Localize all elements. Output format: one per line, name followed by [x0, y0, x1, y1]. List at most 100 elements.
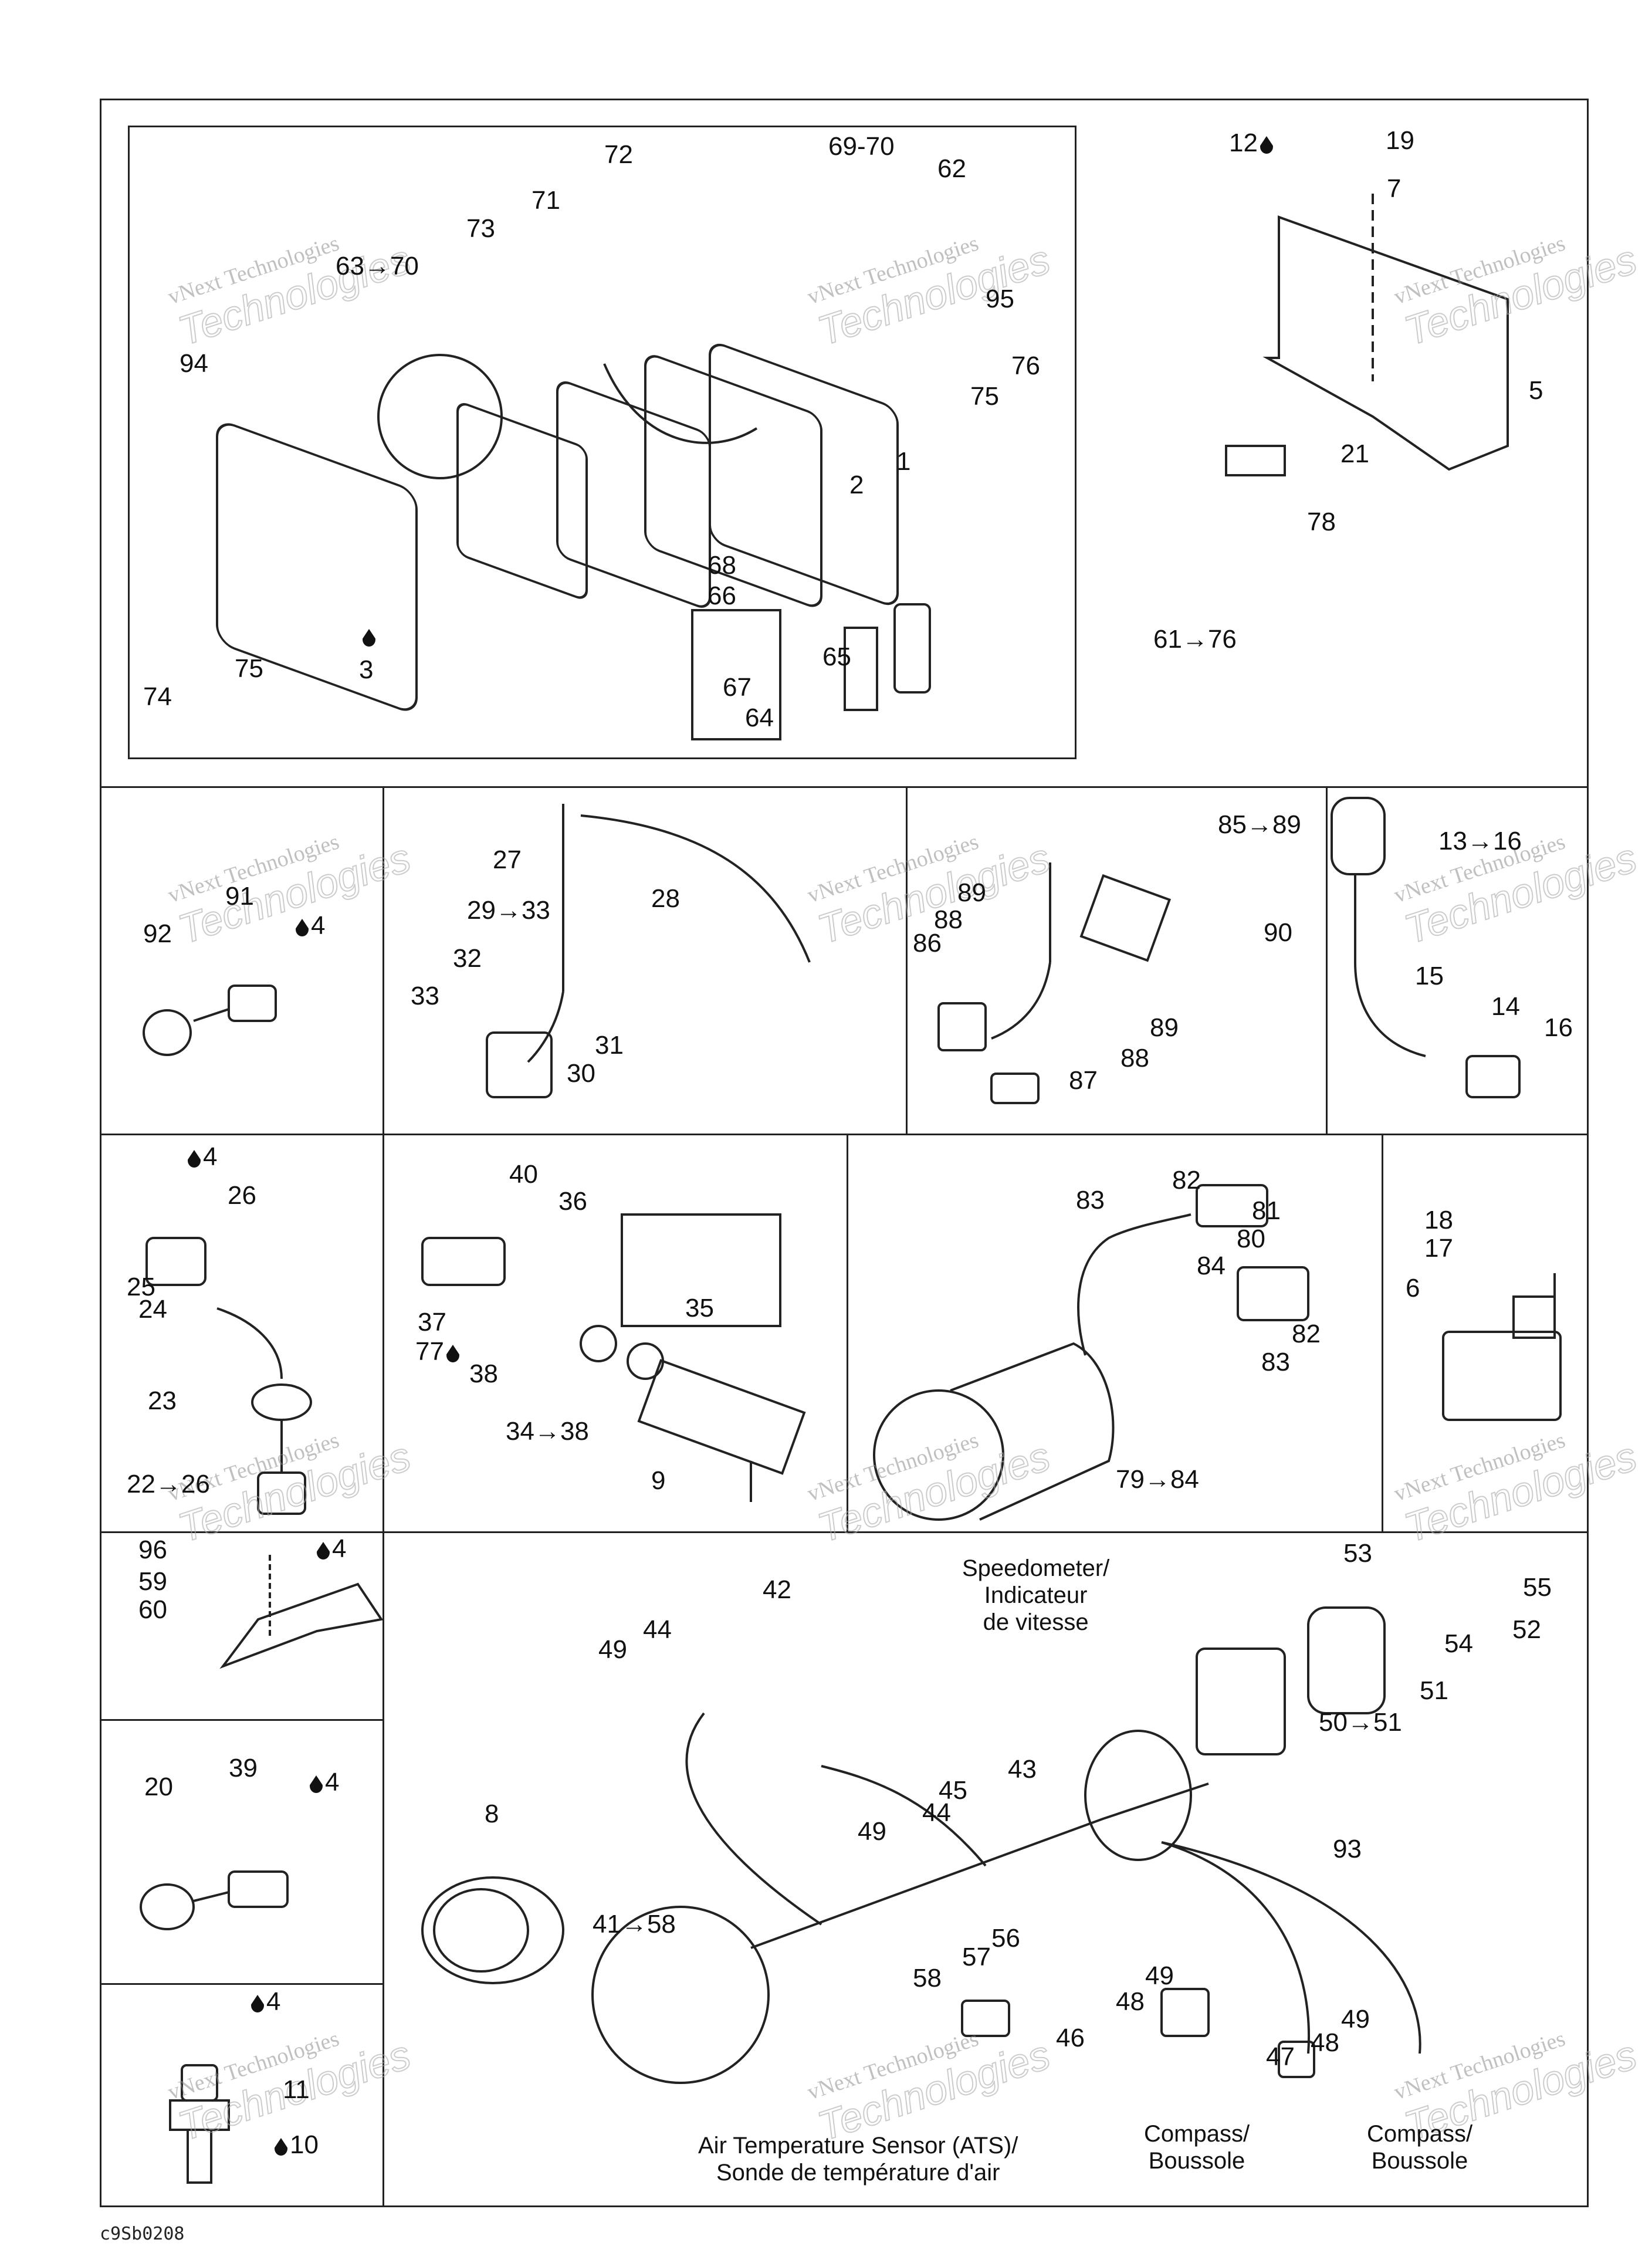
sensor-11-drawing [169, 2064, 230, 2184]
ring-8-drawing [421, 1876, 564, 1984]
part-label: 34→38 [506, 1417, 589, 1446]
sealant-drop-icon [251, 1995, 264, 2012]
part-label: 80 [1237, 1224, 1265, 1253]
part-label: 95 [986, 285, 1014, 313]
part-label: 2 [849, 471, 864, 499]
speedometer-callout: Speedometer/ Indicateur de vitesse [962, 1555, 1110, 1635]
part-label: 47 [1266, 2042, 1295, 2071]
part-label: 62 [937, 154, 966, 183]
bracket-60-drawing [219, 1555, 384, 1669]
part-label: 27 [493, 845, 522, 874]
part-label: 49 [598, 1635, 627, 1664]
part-label: 92 [143, 919, 172, 948]
part-label: 14 [1491, 992, 1520, 1021]
part-label: 96 [138, 1535, 167, 1564]
part-label: 40 [509, 1160, 538, 1189]
part-label: 68 [707, 551, 736, 580]
part-label: 55 [1523, 1573, 1552, 1602]
part-label: 93 [1333, 1835, 1362, 1863]
part-label: 48 [1311, 2028, 1339, 2057]
part-label: 44 [643, 1615, 672, 1644]
sensor-91-drawing [143, 985, 277, 1056]
part-label: 46 [1056, 2024, 1085, 2052]
main-module-box [128, 126, 1076, 759]
figure-code: c9Sb0208 [100, 2224, 185, 2244]
sensor-22-drawing [145, 1237, 312, 1515]
part-label: 11 [283, 2075, 310, 2104]
part-label: 15 [1415, 962, 1444, 990]
part-label: 4 [185, 1144, 217, 1170]
part-label: 31 [595, 1031, 624, 1060]
part-label: 9 [651, 1466, 666, 1495]
part-label: 42 [763, 1575, 791, 1604]
switch-6-drawing [1442, 1273, 1562, 1421]
harness-41-drawing [591, 1606, 1421, 2084]
part-label: 4 [307, 1770, 339, 1795]
part-label: 60 [138, 1595, 167, 1624]
part-label: 85→89 [1218, 810, 1301, 839]
part-label: 89 [957, 878, 986, 907]
part-label: 30 [567, 1059, 595, 1088]
part-label: 82 [1292, 1320, 1321, 1348]
part-label: 24 [138, 1295, 167, 1324]
sensor-13-drawing [1331, 797, 1521, 1098]
part-label: 72 [604, 140, 633, 169]
part-label: 21 [1340, 439, 1369, 468]
part-label: 45 [939, 1776, 967, 1805]
part-label: 71 [532, 186, 560, 215]
gauge-79-drawing [873, 1184, 1309, 1521]
part-label: 76 [1011, 351, 1040, 380]
part-label: 41→58 [593, 1910, 676, 1939]
row2-col2 [906, 786, 908, 1134]
part-label: 52 [1512, 1615, 1541, 1644]
part-label: 36 [558, 1187, 587, 1216]
part-label: 83 [1261, 1348, 1290, 1376]
sensor-34-drawing [421, 1213, 806, 1502]
part-label: 48 [1116, 1987, 1145, 2016]
part-label: 89 [1150, 1013, 1179, 1042]
part-label: 84 [1197, 1251, 1226, 1280]
sealant-drop-icon [446, 1345, 459, 1362]
part-label: 4 [293, 913, 325, 939]
part-label: 74 [143, 682, 172, 711]
part-label: 88 [1120, 1044, 1149, 1073]
part-label: 44 [922, 1798, 951, 1827]
part-label: 77 [415, 1339, 462, 1365]
part-label: 86 [913, 929, 942, 958]
part-label: 88 [934, 905, 963, 934]
row2-col3 [1326, 786, 1328, 1134]
part-label: 64 [745, 703, 774, 732]
part-label: 5 [1529, 376, 1543, 405]
compass-callout-2: Compass/ Boussole [1367, 2121, 1473, 2174]
part-label: 49 [1341, 2005, 1370, 2034]
left-split-1 [100, 1719, 382, 1721]
part-label: 50→51 [1319, 1708, 1402, 1737]
part-label: 79→84 [1116, 1465, 1199, 1494]
part-label: 20 [144, 1772, 173, 1801]
relay-block-drawing [691, 603, 931, 740]
row4-col1 [382, 1531, 384, 2207]
part-label: 4 [249, 1989, 280, 2015]
row4-divider [100, 1531, 1589, 1533]
part-label: 43 [1008, 1755, 1037, 1784]
part-label: 65 [822, 642, 851, 671]
part-label: 8 [485, 1799, 499, 1828]
part-label: 17 [1424, 1234, 1453, 1263]
part-label: 13→16 [1438, 827, 1522, 855]
part-label: 22→26 [127, 1470, 210, 1498]
row2-divider [100, 786, 1589, 788]
sealant-drop-icon [317, 1542, 330, 1559]
part-label: 32 [453, 944, 482, 973]
part-label: 26 [228, 1181, 256, 1210]
part-label: 87 [1069, 1066, 1098, 1095]
part-label: 37 [418, 1308, 446, 1337]
part-label: 29→33 [467, 896, 550, 925]
part-label: 1 [896, 447, 911, 476]
group-label: 61→76 [1153, 625, 1237, 654]
part-label: 66 [707, 581, 736, 610]
part-label: 12 [1229, 130, 1275, 156]
part-label: 63→70 [336, 252, 419, 280]
part-label: 78 [1307, 508, 1336, 536]
part-label: 54 [1444, 1629, 1473, 1658]
part-label: 23 [148, 1386, 177, 1415]
